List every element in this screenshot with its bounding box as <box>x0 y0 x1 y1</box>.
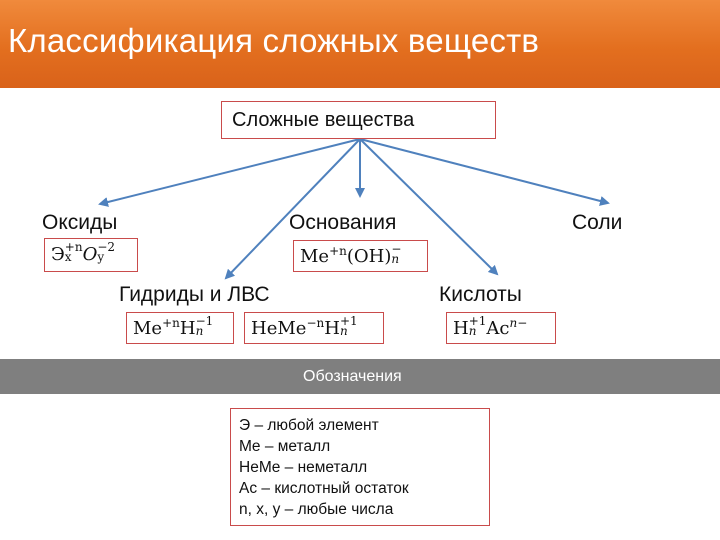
arrow-to-acids <box>359 138 499 276</box>
oxides-label: Оксиды <box>42 211 118 234</box>
root-node: Сложные вещества <box>221 101 496 139</box>
arrow-to-salts <box>359 138 610 206</box>
acids-label: Кислоты <box>439 283 522 306</box>
bases-metal: Me <box>300 246 330 267</box>
salts-label: Соли <box>572 211 623 234</box>
hydrides-nonmetal: HeMe <box>251 318 307 339</box>
acids-hydrogen: H <box>453 318 469 339</box>
arrow-to-oxides <box>98 138 361 207</box>
hydrides-nonmetal-hydrogen: H <box>324 318 340 339</box>
oxides-element: Э <box>51 244 65 265</box>
oxides-oxygen: O <box>82 244 98 265</box>
legend-line: n, x, y – любые числа <box>239 501 394 518</box>
hydrides-metal-hydrogen: H <box>179 318 196 339</box>
legend-band: Обозначения <box>0 359 720 394</box>
hydrides-metal: Me <box>133 318 163 339</box>
bases-formula-box: Me+n(OH)−n <box>293 240 428 272</box>
hydrides-label: Гидриды и ЛВС <box>119 283 270 306</box>
title-bar: Классификация сложных веществ <box>0 0 720 88</box>
legend-line: Ac – кислотный остаток <box>239 480 409 497</box>
root-label: Сложные вещества <box>232 109 415 131</box>
slide-title: Классификация сложных веществ <box>8 22 540 59</box>
hydrides-nonmetal-charge: −n <box>306 316 325 330</box>
legend-line: HeMe – неметалл <box>239 459 368 476</box>
arrow-to-hydrides <box>224 138 361 280</box>
legend-line: Э – любой элемент <box>239 417 379 434</box>
legend-line: Me – металл <box>239 438 331 455</box>
legend-band-label: Обозначения <box>303 368 402 385</box>
legend-box: Э – любой элемент Me – металл HeMe – нем… <box>230 408 490 526</box>
acids-residue-charge: n− <box>509 316 528 330</box>
bases-label: Основания <box>289 211 397 234</box>
bases-metal-charge: +n <box>329 244 347 258</box>
acids-residue: Ac <box>486 318 510 339</box>
hydrides-metal-charge: +n <box>162 316 180 330</box>
bases-hydroxide: (OH) <box>346 246 392 267</box>
